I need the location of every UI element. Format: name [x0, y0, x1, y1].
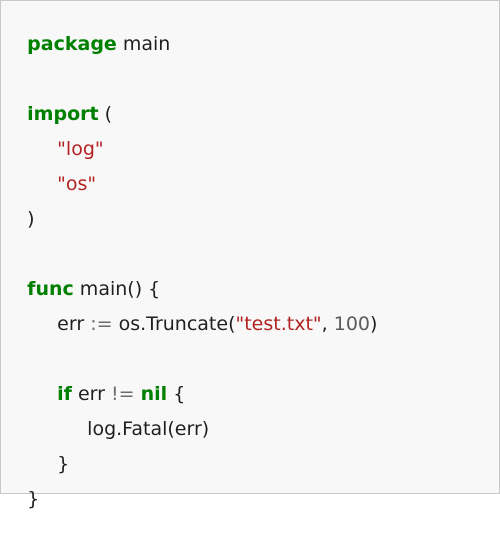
func-close-brace: }: [27, 488, 40, 510]
code-line-3: import (: [3, 75, 112, 125]
call-log-fatal: log.Fatal(err): [87, 418, 210, 440]
code-line-1: package main: [3, 5, 170, 55]
code-line-6: ): [3, 180, 34, 230]
code-line-4: "log": [33, 110, 103, 160]
call-close-paren: ): [370, 313, 378, 335]
code-snippet: package main import ( "log" "os" ) func …: [0, 0, 500, 510]
import-log-string: "log": [57, 138, 104, 160]
string-filename: "test.txt": [235, 313, 322, 335]
code-line-11: if err != nil {: [33, 355, 185, 405]
if-close-brace: }: [57, 453, 70, 475]
func-signature: main() {: [73, 278, 161, 300]
keyword-if: if: [57, 383, 72, 405]
var-err-check: err: [71, 383, 112, 405]
import-close-paren: ): [27, 208, 35, 230]
not-equal-operator: !=: [111, 383, 135, 405]
code-line-8: func main() {: [3, 250, 160, 300]
code-line-12: log.Fatal(err): [63, 390, 209, 440]
assign-operator: :=: [90, 313, 113, 335]
code-line-5: "os": [33, 145, 96, 195]
comma-separator: ,: [321, 313, 334, 335]
keyword-nil: nil: [140, 383, 168, 405]
code-line-9: err := os.Truncate("test.txt", 100): [33, 285, 377, 335]
package-name: main: [116, 33, 171, 55]
import-open-paren: (: [98, 103, 113, 125]
var-err: err: [57, 313, 91, 335]
call-truncate: os.Truncate(: [112, 313, 236, 335]
keyword-func: func: [27, 278, 74, 300]
number-size: 100: [333, 313, 370, 335]
if-open-brace: {: [167, 383, 186, 405]
keyword-package: package: [27, 33, 117, 55]
import-os-string: "os": [57, 173, 97, 195]
code-line-13: }: [33, 425, 69, 475]
code-line-14: }: [3, 460, 39, 510]
keyword-import: import: [27, 103, 99, 125]
